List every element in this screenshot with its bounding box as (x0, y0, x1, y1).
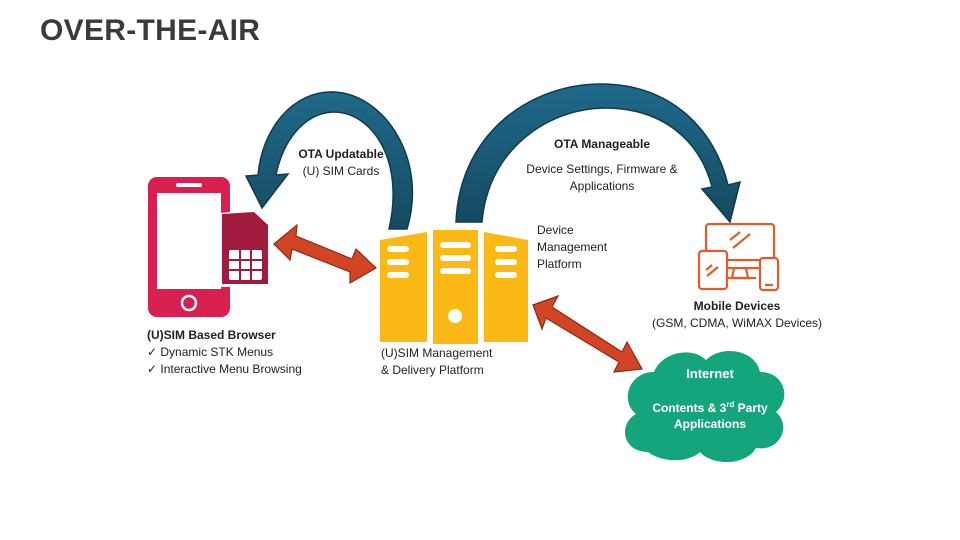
page-title: OVER-THE-AIR (40, 14, 261, 47)
usim-mgmt-line1: (U)SIM Management (381, 346, 493, 360)
browser-heading: (U)SIM Based Browser (147, 328, 276, 342)
ota-updatable-heading: OTA Updatable (298, 147, 384, 161)
double-arrow-sim-server (273, 223, 377, 285)
ota-manageable-line2: Applications (569, 179, 635, 193)
device-mgmt-line3: Platform (537, 257, 582, 271)
browser-feature-item: Dynamic STK Menus (147, 344, 302, 361)
browser-feature-item: Interactive Menu Browsing (147, 361, 301, 378)
ota-updatable-subtext: (U) SIM Cards (302, 164, 380, 178)
curved-arrow-right (455, 83, 742, 224)
internet-line1-sup: rd (726, 400, 735, 409)
server-icon (380, 230, 528, 344)
sim-card-icon (219, 210, 270, 287)
devices-icon (697, 222, 780, 292)
internet-line1: Contents & 3rd Party (630, 400, 790, 415)
internet-line2: Applications (673, 417, 746, 431)
usim-mgmt-line2: & Delivery Platform (381, 363, 484, 377)
browser-features: Dynamic STK Menus Interactive Menu Brows… (147, 344, 302, 378)
internet-line1-pre: Contents & 3 (652, 401, 727, 415)
device-mgmt-line1: Device (537, 223, 574, 237)
internet-line1-post: Party (734, 401, 768, 415)
cloud-icon (624, 350, 785, 463)
curved-arrow-left (244, 91, 414, 230)
double-arrow-server-cloud (532, 294, 643, 373)
mobile-devices-subtext: (GSM, CDMA, WiMAX Devices) (651, 316, 822, 330)
ota-manageable-heading: OTA Manageable (553, 137, 651, 151)
ota-manageable-line1: Device Settings, Firmware & (526, 162, 678, 176)
internet-heading: Internet (686, 366, 734, 381)
smartphone-icon (148, 177, 230, 317)
mobile-devices-heading: Mobile Devices (693, 299, 781, 313)
device-mgmt-line2: Management (537, 240, 608, 254)
